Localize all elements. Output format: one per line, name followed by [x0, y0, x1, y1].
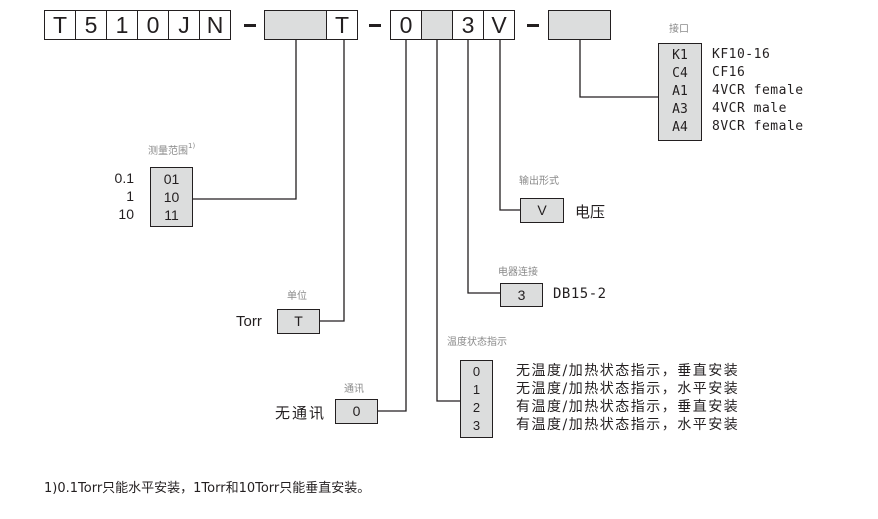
temp-status-code: 2	[472, 400, 481, 415]
unit-desc: Torr	[236, 313, 262, 330]
code-cell-series-5: J	[168, 10, 200, 40]
interface-desc: 8VCR female	[712, 119, 804, 134]
temp-status-code: 3	[472, 418, 481, 433]
separator-dash	[369, 24, 381, 27]
comm-desc: 无通讯	[275, 404, 327, 422]
code-cell-series-6: N	[199, 10, 231, 40]
temp-status-code: 0	[472, 364, 481, 379]
code-cell-unit: T	[326, 10, 358, 40]
comm-code-box: 0	[335, 399, 378, 424]
temp-status-desc: 有温度/加热状态指示，垂直安装	[516, 399, 740, 415]
interface-code: A1	[672, 84, 688, 99]
temp-status-code: 1	[472, 382, 481, 397]
caption-unit: 单位	[287, 291, 307, 302]
temp-status-desc: 无温度/加热状态指示，水平安装	[516, 381, 740, 397]
range-code: 11	[164, 207, 179, 223]
interface-desc: 4VCR male	[712, 101, 787, 116]
range-code: 10	[163, 189, 180, 205]
interface-code: K1	[672, 48, 688, 63]
connector-code-box: 3	[500, 283, 543, 307]
temp-status-desc: 有温度/加热状态指示，水平安装	[516, 417, 740, 433]
range-value: 10	[118, 206, 134, 222]
range-values: 0.1 1 10	[108, 169, 134, 223]
code-cell-interface	[548, 10, 611, 40]
line-unit	[309, 40, 345, 322]
caption-comm: 通讯	[344, 384, 364, 395]
line-output	[499, 40, 520, 211]
code-cell-comm: 0	[390, 10, 422, 40]
line-interface	[579, 40, 658, 98]
range-code-box: 01 10 11	[150, 167, 193, 227]
separator-dash	[244, 24, 256, 27]
range-code: 01	[163, 171, 180, 187]
interface-code-box: K1 C4 A1 A3 A4	[658, 43, 702, 141]
line-comm	[371, 40, 407, 412]
caption-temp-status: 温度状态指示	[447, 337, 507, 348]
code-cell-output: V	[483, 10, 515, 40]
temp-status-desc-list: 无温度/加热状态指示，垂直安装 无温度/加热状态指示，水平安装 有温度/加热状态…	[516, 362, 739, 434]
caption-connector: 电器连接	[498, 267, 538, 278]
footnote-mark: 1)	[188, 142, 196, 150]
code-cell-series-2: 5	[75, 10, 107, 40]
caption-output: 输出形式	[519, 176, 559, 187]
line-connector	[467, 40, 500, 294]
interface-code: A4	[672, 120, 688, 135]
interface-desc: KF10-16	[712, 47, 771, 62]
connector-desc: DB15-2	[553, 286, 607, 302]
footnote: 1)0.1Torr只能水平安装，1Torr和10Torr只能垂直安装。	[44, 481, 371, 496]
interface-code: A3	[672, 102, 688, 117]
caption-range-text: 测量范围	[148, 146, 188, 157]
code-cell-connector: 3	[452, 10, 484, 40]
interface-desc: CF16	[712, 65, 746, 80]
code-cell-series-1: T	[44, 10, 76, 40]
code-cell-temp-status	[421, 10, 453, 40]
output-code-box: V	[520, 198, 564, 223]
output-desc: 电压	[575, 203, 606, 221]
temp-status-code-box: 0 1 2 3	[460, 360, 493, 438]
interface-code: C4	[672, 66, 688, 81]
separator-dash	[527, 24, 539, 27]
unit-code-box: T	[277, 309, 320, 334]
caption-range: 测量范围1)	[148, 142, 195, 157]
range-value: 1	[126, 188, 134, 204]
line-range	[178, 40, 297, 200]
range-value: 0.1	[114, 170, 134, 186]
code-cell-range	[264, 10, 327, 40]
caption-interface: 接口	[669, 24, 689, 35]
line-temp-status	[436, 40, 460, 402]
interface-desc-list: KF10-16 CF16 4VCR female 4VCR male 8VCR …	[712, 46, 804, 136]
interface-desc: 4VCR female	[712, 83, 804, 98]
temp-status-desc: 无温度/加热状态指示，垂直安装	[516, 363, 740, 379]
code-cell-series-3: 1	[106, 10, 138, 40]
